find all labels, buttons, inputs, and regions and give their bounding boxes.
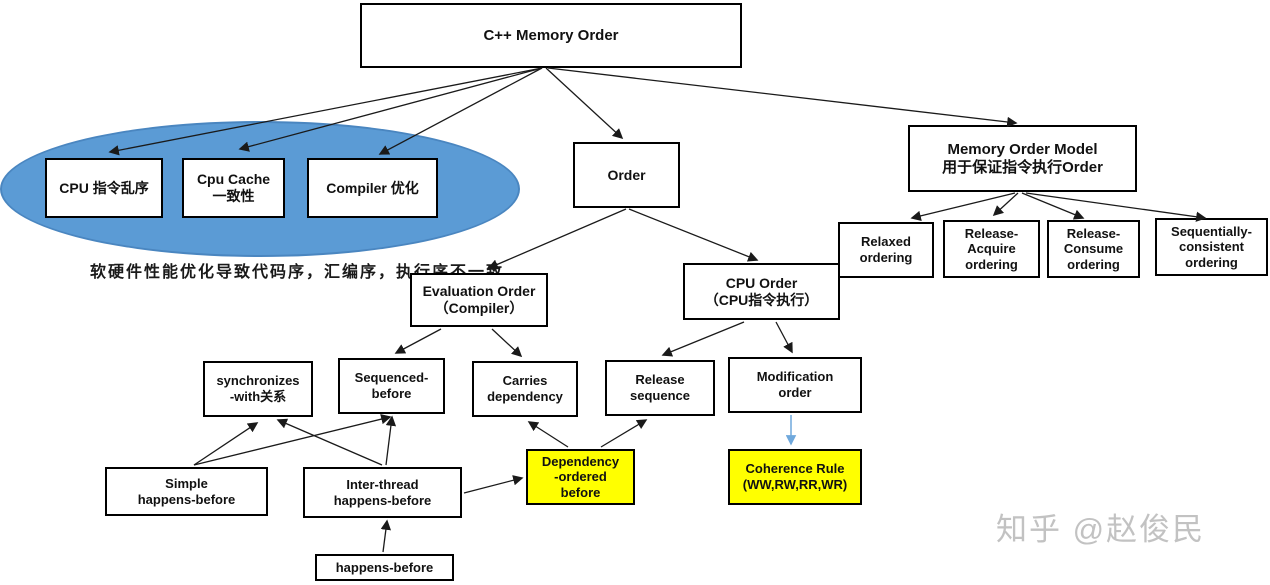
edge-memory_order_model-to-relaxed: [910, 192, 1016, 221]
edge-root-to-order: [545, 67, 624, 140]
edge-cpu_order-to-modification_order: [775, 321, 793, 354]
edge-simple_hb-to-sequenced_before: [193, 414, 392, 466]
edge-memory_order_model-to-release_consume: [1021, 192, 1085, 220]
node-simple-happens-before: Simple happens-before: [105, 467, 268, 516]
edge-simple_hb-to-synchronizes_with: [193, 422, 259, 466]
node-synchronizes-with: synchronizes -with关系: [203, 361, 313, 417]
node-release-acquire-ordering: Release- Acquire ordering: [943, 220, 1040, 278]
node-memory-order-model: Memory Order Model 用于保证指令执行Order: [908, 125, 1137, 192]
node-cpp-memory-order: C++ Memory Order: [360, 3, 742, 68]
node-relaxed-ordering: Relaxed ordering: [838, 222, 934, 278]
node-order: Order: [573, 142, 680, 208]
node-happens-before: happens-before: [315, 554, 454, 581]
edge-evaluation_order-to-carries_dependency: [491, 328, 523, 358]
node-dependency-ordered-before: Dependency -ordered before: [526, 449, 635, 505]
edge-memory_order_model-to-seq_consistent: [1025, 192, 1207, 222]
edge-happens_before-to-inter_thread_hb: [380, 519, 392, 553]
node-coherence-rule: Coherence Rule (WW,RW,RR,WR): [728, 449, 862, 505]
node-sequenced-before: Sequenced- before: [338, 358, 445, 414]
node-evaluation-order: Evaluation Order （Compiler）: [410, 273, 548, 327]
node-cpu-order: CPU Order （CPU指令执行）: [683, 263, 840, 320]
edge-inter_thread_hb-to-synchronizes_with: [276, 418, 383, 466]
edge-dependency_ordered-to-release_sequence: [600, 419, 648, 448]
edge-order-to-evaluation_order: [487, 208, 627, 270]
edge-dependency_ordered-to-carries_dependency: [527, 421, 569, 448]
node-sequentially-consistent-ordering: Sequentially- consistent ordering: [1155, 218, 1268, 276]
zhihu-watermark: 知乎 @赵俊民: [996, 512, 1206, 547]
edge-order-to-cpu_order: [628, 208, 759, 262]
node-compiler-optimization: Compiler 优化: [307, 158, 438, 218]
node-carries-dependency: Carries dependency: [472, 361, 578, 417]
node-release-sequence: Release sequence: [605, 360, 715, 416]
edge-evaluation_order-to-sequenced_before: [394, 328, 442, 354]
ellipse-caption: 软硬件性能优化导致代码序，汇编序，执行序不一致: [90, 264, 505, 281]
node-modification-order: Modification order: [728, 357, 862, 413]
edge-root-to-memory_order_model: [547, 67, 1018, 128]
node-cpu-instruction-reorder: CPU 指令乱序: [45, 158, 163, 218]
edge-inter_thread_hb-to-dependency_ordered: [463, 475, 524, 494]
node-release-consume-ordering: Release- Consume ordering: [1047, 220, 1140, 278]
node-inter-thread-happens-before: Inter-thread happens-before: [303, 467, 462, 518]
edge-inter_thread_hb-to-sequenced_before: [385, 415, 397, 466]
edge-memory_order_model-to-release_acquire: [992, 192, 1019, 217]
node-cpu-cache-coherence: Cpu Cache 一致性: [182, 158, 285, 218]
edge-cpu_order-to-release_sequence: [661, 321, 745, 357]
